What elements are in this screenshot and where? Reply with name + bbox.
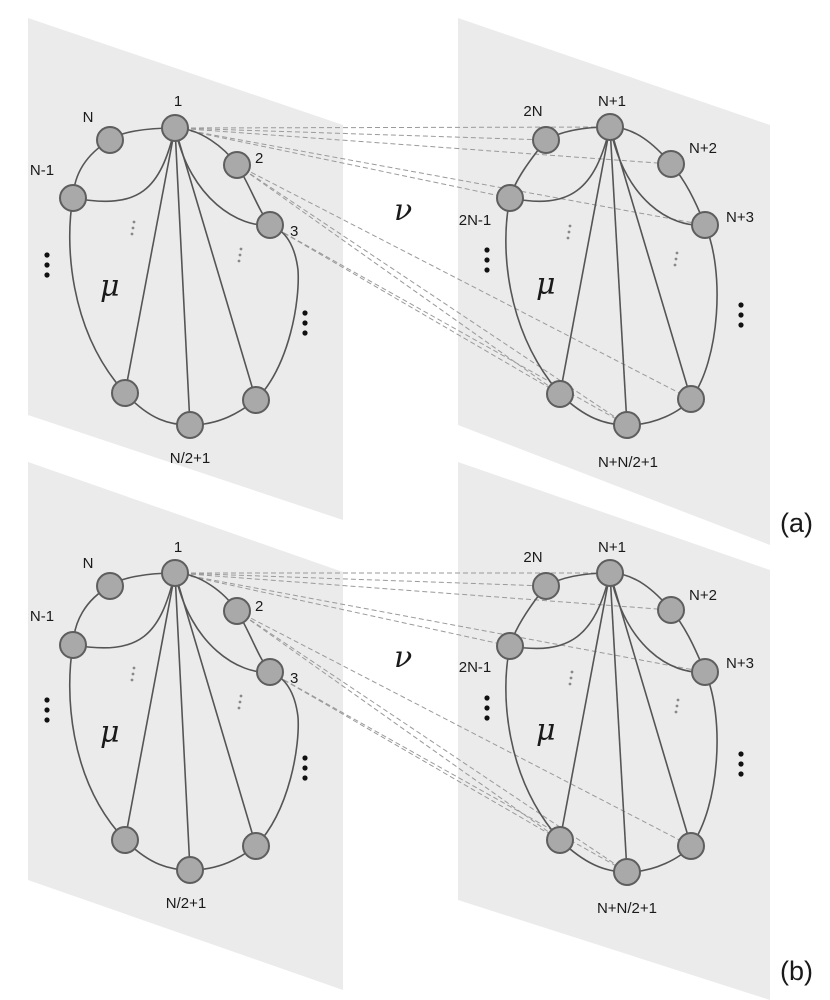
label-N-plus-3: N+3 bbox=[726, 655, 754, 672]
panel-b-left-nodes bbox=[59, 559, 284, 884]
node-2 bbox=[223, 597, 251, 625]
node-2N-1 bbox=[496, 184, 524, 212]
panel-b-right-edges bbox=[505, 572, 718, 873]
panel-b-label: (b) bbox=[780, 956, 813, 986]
label-3: 3 bbox=[290, 670, 298, 687]
node-lower-right bbox=[242, 386, 270, 414]
label-N-plus-N-2-plus-1: N+N/2+1 bbox=[598, 454, 658, 471]
label-N: N bbox=[83, 109, 94, 126]
node-right-lower-left bbox=[546, 826, 574, 854]
label-nu: ν bbox=[394, 193, 412, 228]
panel-a-left-nodes bbox=[59, 114, 284, 439]
node-right-lower-right bbox=[677, 832, 705, 860]
node-3 bbox=[256, 658, 284, 686]
label-mu-right: μ bbox=[536, 267, 556, 302]
ellipsis-left-inner-1 bbox=[130, 666, 136, 682]
node-N bbox=[96, 126, 124, 154]
panel-a-ellipses bbox=[44, 220, 744, 336]
panel-a-left-plane bbox=[28, 18, 343, 520]
panel-b: 1 2 3 N N-1 N/2+1 N+1 N+2 N+3 2N 2N-1 N+… bbox=[28, 462, 813, 1000]
label-2: 2 bbox=[255, 150, 263, 167]
node-N-1 bbox=[59, 184, 87, 212]
node-N-1 bbox=[59, 631, 87, 659]
node-N-plus-1 bbox=[596, 559, 624, 587]
node-3 bbox=[256, 211, 284, 239]
label-N-plus-N-2-plus-1: N+N/2+1 bbox=[597, 900, 657, 917]
ellipsis-left-inner-2 bbox=[237, 694, 243, 710]
label-mu-left: μ bbox=[100, 269, 120, 304]
label-mu-left: μ bbox=[100, 715, 120, 750]
node-1 bbox=[161, 114, 189, 142]
node-2N bbox=[532, 572, 560, 600]
ellipsis-right-inner-1 bbox=[568, 670, 574, 686]
label-2N-1: 2N-1 bbox=[459, 212, 492, 229]
label-2: 2 bbox=[255, 598, 263, 615]
ellipsis-right-right-side bbox=[738, 751, 744, 777]
ellipsis-right-outer bbox=[484, 247, 490, 273]
ellipsis-right-inner-1 bbox=[566, 224, 572, 240]
label-N-2-plus-1: N/2+1 bbox=[170, 450, 210, 467]
ellipsis-left-right-side bbox=[302, 310, 308, 336]
node-N-plus-N-2-plus-1 bbox=[613, 858, 641, 886]
panel-b-left-edges bbox=[68, 572, 300, 871]
ellipsis-right-inner-2 bbox=[674, 698, 680, 714]
node-2N-1 bbox=[496, 632, 524, 660]
panel-b-ellipses bbox=[44, 666, 744, 781]
ellipsis-left-inner-1 bbox=[130, 220, 136, 236]
ellipsis-left-inner-2 bbox=[237, 247, 243, 263]
label-3: 3 bbox=[290, 223, 298, 240]
node-2 bbox=[223, 151, 251, 179]
node-N-plus-3 bbox=[691, 211, 719, 239]
panel-a-label: (a) bbox=[780, 508, 813, 538]
node-lower-right bbox=[242, 832, 270, 860]
label-N-plus-1: N+1 bbox=[598, 93, 626, 110]
panel-a-right-nodes bbox=[496, 113, 719, 439]
panel-a: 1 2 3 N N-1 N/2+1 N+1 N+2 N+3 2N 2N-1 N+… bbox=[28, 18, 813, 545]
node-N-plus-3 bbox=[691, 658, 719, 686]
ellipsis-left-outer bbox=[44, 697, 50, 723]
node-N-plus-2 bbox=[657, 596, 685, 624]
label-N-1: N-1 bbox=[30, 162, 54, 179]
node-right-lower-left bbox=[546, 380, 574, 408]
label-N-2-plus-1: N/2+1 bbox=[166, 895, 206, 912]
label-N-plus-2: N+2 bbox=[689, 140, 717, 157]
label-N-plus-1: N+1 bbox=[598, 539, 626, 556]
ellipsis-right-inner-2 bbox=[673, 251, 679, 267]
label-2N: 2N bbox=[523, 549, 542, 566]
label-mu-right: μ bbox=[536, 713, 556, 748]
ellipsis-right-right-side bbox=[738, 302, 744, 328]
node-N-2-plus-1 bbox=[176, 856, 204, 884]
node-1 bbox=[161, 559, 189, 587]
node-lower-left bbox=[111, 379, 139, 407]
ellipsis-left-outer bbox=[44, 252, 50, 278]
panel-b-interlayer-links bbox=[174, 572, 706, 873]
label-N: N bbox=[83, 555, 94, 572]
label-2N-1: 2N-1 bbox=[459, 659, 492, 676]
ellipsis-left-right-side bbox=[302, 755, 308, 781]
ellipsis-right-outer bbox=[484, 695, 490, 721]
panel-b-right-plane bbox=[458, 462, 770, 1000]
node-N-2-plus-1 bbox=[176, 411, 204, 439]
label-N-plus-2: N+2 bbox=[689, 587, 717, 604]
node-N-plus-N-2-plus-1 bbox=[613, 411, 641, 439]
label-2N: 2N bbox=[523, 103, 542, 120]
panel-a-interlayer-links bbox=[174, 126, 706, 426]
label-1: 1 bbox=[174, 93, 182, 110]
node-N-plus-2 bbox=[657, 150, 685, 178]
label-1: 1 bbox=[174, 539, 182, 556]
node-N bbox=[96, 572, 124, 600]
label-nu: ν bbox=[394, 640, 412, 675]
node-right-lower-right bbox=[677, 385, 705, 413]
panel-b-right-nodes bbox=[496, 559, 719, 886]
node-lower-left bbox=[111, 826, 139, 854]
label-N-plus-3: N+3 bbox=[726, 209, 754, 226]
node-2N bbox=[532, 126, 560, 154]
node-N-plus-1 bbox=[596, 113, 624, 141]
label-N-1: N-1 bbox=[30, 608, 54, 625]
